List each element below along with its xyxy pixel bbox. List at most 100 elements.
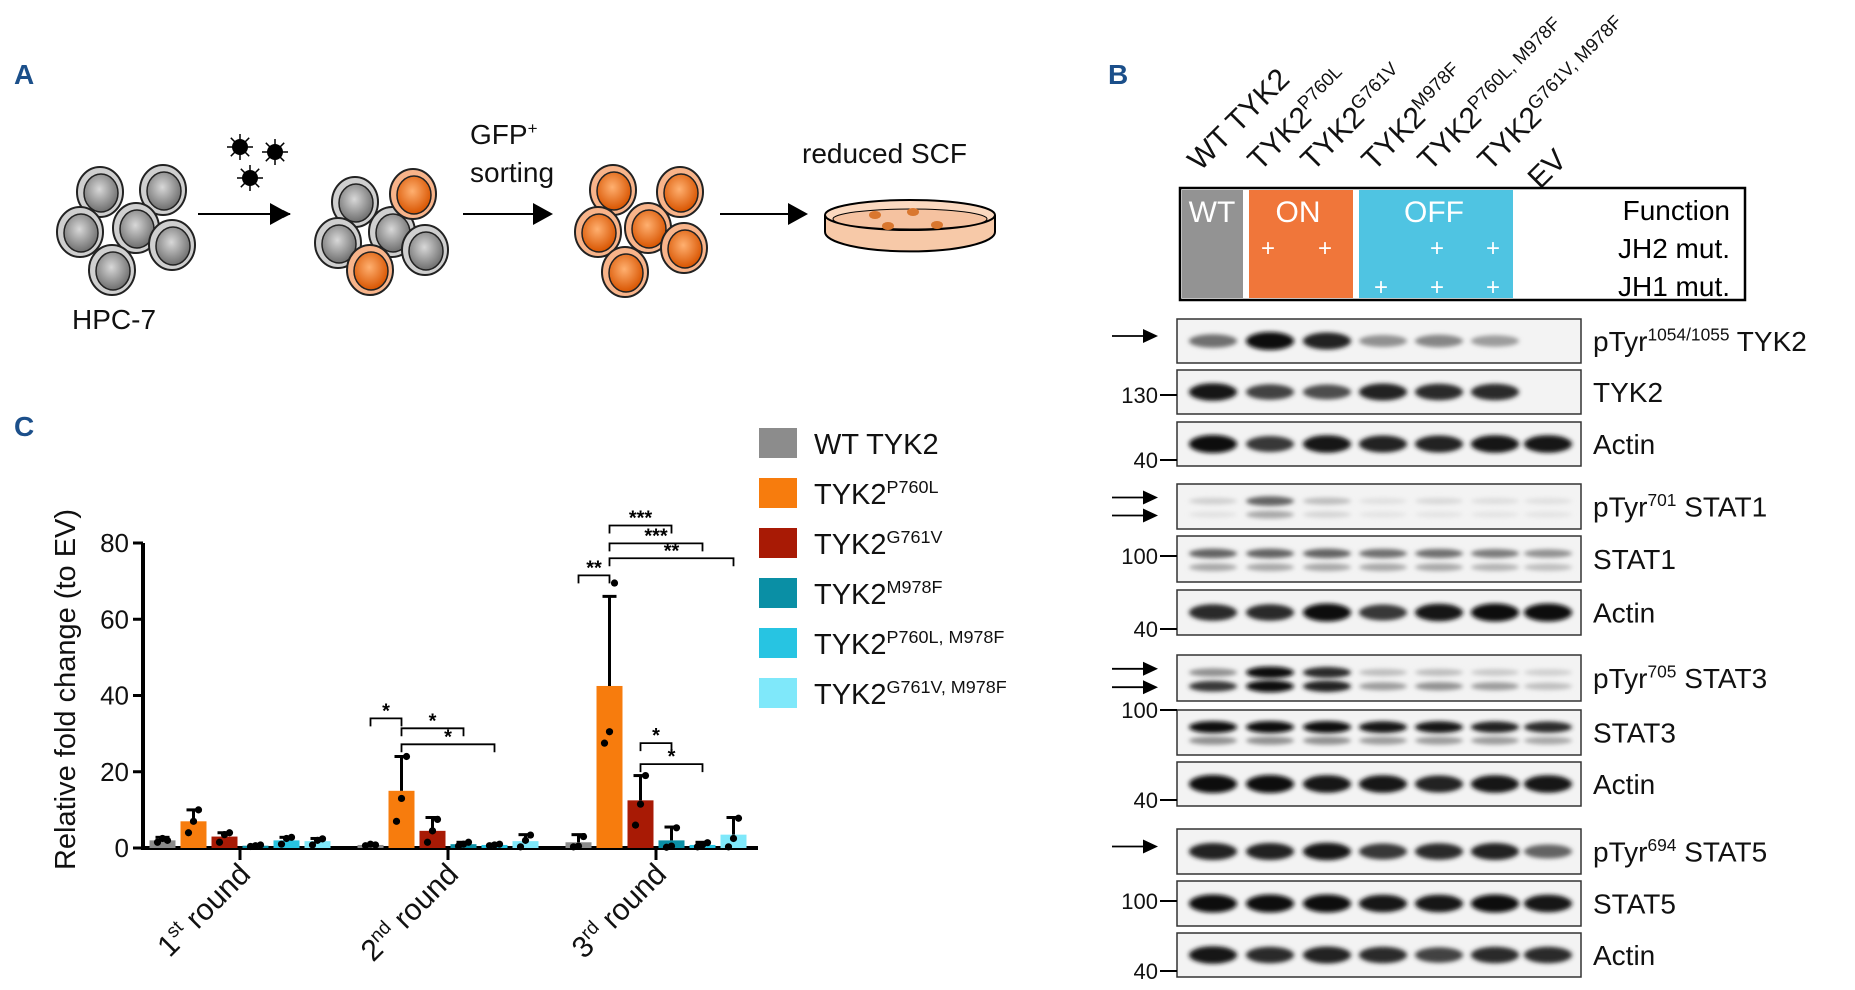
text-superscript: P760L <box>1293 61 1346 114</box>
cell-nucleus <box>146 171 182 211</box>
blot-label: pTyr1054/1055 TYK2 <box>1593 324 1807 357</box>
protein-band <box>1524 435 1572 453</box>
protein-band <box>1359 548 1407 559</box>
arrowhead <box>1143 680 1158 695</box>
legend-label: TYK2P760L <box>814 477 939 511</box>
bar <box>180 821 207 848</box>
protein-band <box>1303 894 1351 913</box>
blot-label: Actin <box>1593 429 1655 460</box>
y-tick-label: 80 <box>100 528 129 558</box>
virus-icon <box>237 165 263 191</box>
significance-bracket <box>369 717 403 727</box>
hpc7-cell <box>401 224 449 276</box>
protein-band <box>1303 736 1351 745</box>
protein-band <box>1246 510 1294 519</box>
gfp-positive-cell <box>346 244 394 296</box>
protein-band <box>1303 666 1351 679</box>
significance-label: *** <box>629 507 653 529</box>
protein-band <box>1415 334 1463 348</box>
text-base: Actin <box>1593 769 1655 800</box>
arrowhead <box>270 203 290 225</box>
data-point <box>729 834 738 843</box>
protein-band <box>1189 946 1237 964</box>
mw-marker-label: 40 <box>1134 448 1158 473</box>
virus-icon <box>262 139 288 165</box>
blot-row: TYK2 130 <box>1121 369 1663 415</box>
protein-band <box>1303 680 1351 692</box>
data-point <box>579 832 588 841</box>
text-superscript: 705 <box>1647 661 1676 681</box>
significance-label: * <box>652 725 660 747</box>
text-post: STAT5 <box>1676 837 1767 868</box>
protein-band <box>1189 383 1237 401</box>
protein-band <box>1524 603 1572 622</box>
blot-label: pTyr701 STAT1 <box>1593 490 1767 523</box>
protein-band <box>1303 497 1351 505</box>
cell-colony <box>907 208 919 216</box>
text-base: pTyr <box>1593 837 1647 868</box>
panel-label-b: B <box>1108 59 1128 90</box>
protein-band <box>1246 436 1294 452</box>
text-post: STAT3 <box>1676 663 1767 694</box>
significance-label: ** <box>586 557 602 579</box>
data-point <box>495 840 504 848</box>
cell-colony <box>882 222 894 230</box>
text-base: TYK2 <box>1593 377 1663 408</box>
arrowhead <box>788 203 808 225</box>
mw-marker-label: 100 <box>1121 889 1158 914</box>
mw-marker-label: 100 <box>1121 698 1158 723</box>
jh1-mutation-plus: + <box>1486 274 1500 301</box>
bar <box>273 840 300 848</box>
protein-band <box>1246 666 1294 679</box>
mw-marker-label: 130 <box>1121 383 1158 408</box>
text-base: pTyr <box>1593 492 1647 523</box>
legend-swatch <box>759 628 797 658</box>
cell-nucleus <box>663 173 699 213</box>
data-point <box>318 835 327 843</box>
bar <box>149 840 176 848</box>
protein-band <box>1524 497 1572 505</box>
jh1-mutation-plus: + <box>1430 274 1444 301</box>
protein-band <box>1471 843 1519 860</box>
data-point <box>163 836 172 844</box>
virus-capsid <box>242 170 258 186</box>
arrowhead <box>1143 508 1158 523</box>
significance-bracket <box>400 727 465 737</box>
blot-row: Actin 40 <box>1134 421 1655 473</box>
text-base: TYK2 <box>814 579 887 611</box>
legend-label: TYK2M978F <box>814 577 942 611</box>
protein-band <box>1524 946 1572 964</box>
protein-band <box>1471 511 1519 518</box>
protein-band <box>1415 383 1463 401</box>
text-base: TYK2 <box>814 679 887 711</box>
protein-band <box>1471 669 1519 676</box>
text-post: TYK2 <box>1730 326 1807 357</box>
blot-label: STAT1 <box>1593 544 1676 575</box>
function-row-label: JH2 mut. <box>1618 233 1730 264</box>
legend-swatch <box>759 578 797 608</box>
text-base: Actin <box>1593 429 1655 460</box>
protein-band <box>1303 775 1351 793</box>
protein-band <box>1246 384 1294 400</box>
data-point <box>605 728 614 736</box>
protein-band <box>1415 721 1463 733</box>
protein-band <box>1189 894 1237 913</box>
sorting-label: sorting <box>470 157 554 188</box>
protein-band <box>1415 497 1463 505</box>
jh2-mutation-plus: + <box>1261 235 1275 262</box>
cell-nucleus <box>338 183 374 223</box>
reduced-scf-label: reduced SCF <box>802 138 967 169</box>
protein-band <box>1415 603 1463 622</box>
protein-band <box>1471 682 1519 691</box>
blot-row: STAT5 100 <box>1121 880 1676 927</box>
significance-label: * <box>382 700 390 722</box>
text-post: STAT1 <box>1676 492 1767 523</box>
blot-label: STAT5 <box>1593 889 1676 920</box>
protein-band <box>1189 334 1237 348</box>
data-point <box>516 843 525 851</box>
y-tick-label: 0 <box>115 833 129 863</box>
blot-label: Actin <box>1593 940 1655 971</box>
